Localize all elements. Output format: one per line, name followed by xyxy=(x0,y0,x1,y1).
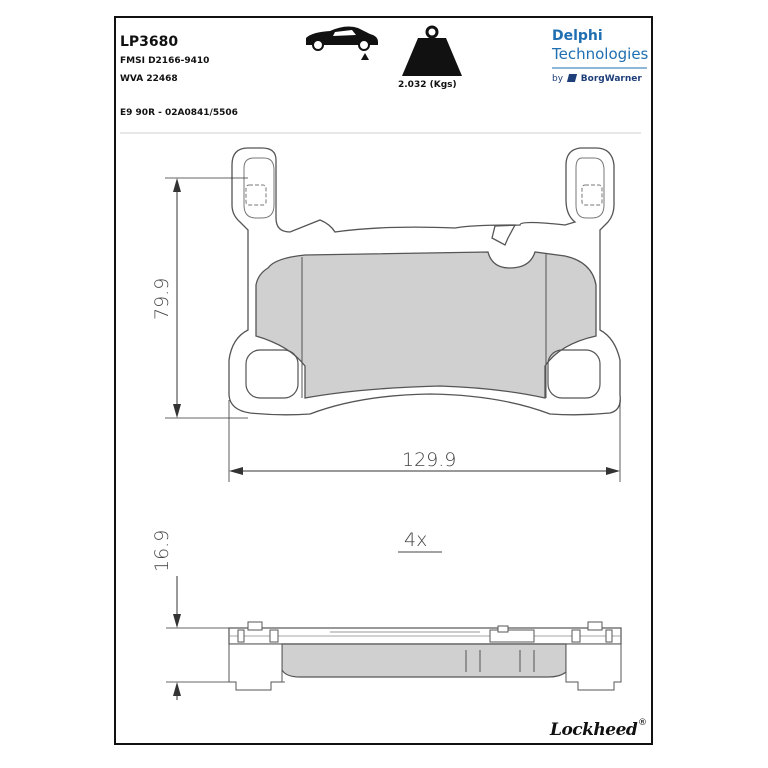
weight-icon xyxy=(402,25,462,76)
wva-code: WVA 22468 xyxy=(120,74,178,84)
pad-top-view xyxy=(228,147,621,416)
width-dimension xyxy=(228,400,621,482)
by-brand: BorgWarner xyxy=(580,74,642,84)
registered-mark: ® xyxy=(638,718,647,728)
brand-logo-line1: Delphi xyxy=(552,28,603,44)
car-rear-axle-icon xyxy=(306,26,378,60)
drawing-frame xyxy=(114,16,653,745)
quantity-label: 4x xyxy=(404,529,427,551)
ece-approval: E9 90R - 02A0841/5506 xyxy=(120,108,238,118)
width-value: 129.9 xyxy=(402,449,456,471)
footer-logo: Lockheed xyxy=(550,720,638,740)
part-number: LP3680 xyxy=(120,34,179,50)
pad-side-view xyxy=(228,621,622,691)
by-prefix: by xyxy=(552,74,564,84)
brand-logo-line2: Technologies xyxy=(552,45,649,63)
height-value: 79.9 xyxy=(151,278,173,320)
weight-value: 2.032 (Kgs) xyxy=(398,80,457,90)
brand-byline: by BorgWarner xyxy=(552,74,642,84)
fmsi-code: FMSI D2166-9410 xyxy=(120,56,210,66)
thickness-value: 16.9 xyxy=(151,530,173,572)
height-dimension xyxy=(165,177,248,419)
